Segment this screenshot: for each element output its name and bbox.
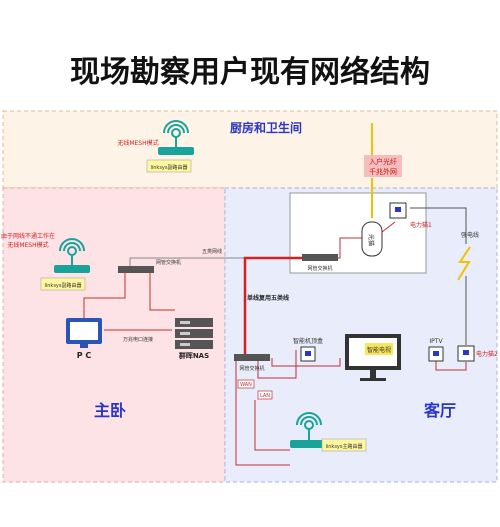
switch-tv-line bbox=[271, 358, 341, 367]
wan-tag-label: WAN bbox=[240, 382, 252, 388]
wan-cable-line bbox=[243, 256, 305, 355]
living-switch-label: 网管交换机 bbox=[239, 365, 264, 372]
pc bbox=[66, 318, 102, 348]
modem-label: 光猫 bbox=[367, 234, 375, 246]
modem bbox=[361, 221, 383, 257]
master-bedroom-label: 主卧 bbox=[94, 401, 126, 420]
lightning-icon bbox=[457, 246, 471, 281]
kitchen-router: linksys副路由器 bbox=[146, 120, 194, 173]
tv bbox=[345, 334, 401, 381]
main-router-tag bbox=[321, 438, 367, 452]
main-router bbox=[290, 412, 326, 448]
switch-settop-line bbox=[257, 350, 297, 379]
settop-port bbox=[305, 351, 311, 356]
gigabit-label: 万兆电口连接 bbox=[123, 336, 153, 343]
page-title: 现场勘察用户现有网络结构 bbox=[70, 55, 430, 90]
power-box-2-label: 电力猫2 bbox=[476, 350, 498, 358]
living-room-label: 客厅 bbox=[424, 401, 456, 420]
fiber-label-1: 入户光纤 bbox=[369, 157, 397, 166]
switch-nas-line bbox=[149, 273, 175, 311]
kitchen-label: 厨房和卫生间 bbox=[230, 120, 302, 135]
kitchen-area bbox=[2, 110, 498, 189]
switch-router-wan-line bbox=[235, 360, 290, 466]
settop-label: 智能机顶盒 bbox=[293, 337, 323, 345]
fiber-label-box bbox=[364, 155, 402, 177]
power-line-label: 强电线 bbox=[461, 231, 479, 239]
tv-label: 智能电视 bbox=[367, 346, 391, 354]
wan-cable-label: 单线复用五类线 bbox=[247, 294, 289, 302]
kitchen-router-note: 无线MESH模式 bbox=[117, 139, 158, 147]
pc-label: P C bbox=[77, 351, 92, 360]
master-switch bbox=[118, 266, 154, 273]
power-box-1-label: 电力猫1 bbox=[410, 221, 432, 229]
main-router-label: linksys主路由器 bbox=[325, 443, 362, 450]
switch-router-lan-line bbox=[254, 400, 290, 451]
nas-label: 群晖NAS bbox=[179, 351, 209, 360]
power-box-1-port bbox=[395, 207, 401, 212]
weak-switch bbox=[302, 254, 338, 261]
power-box-2-port bbox=[463, 350, 469, 355]
switch-pc-line bbox=[83, 273, 126, 318]
power-line-top bbox=[410, 207, 467, 244]
master-router: linksys副路由器 bbox=[40, 238, 90, 291]
kitchen-router-label: linksys副路由器 bbox=[150, 164, 187, 171]
master-switch-label: 网管交换机 bbox=[156, 259, 181, 266]
weak-switch-label: 网管交换机 bbox=[307, 265, 332, 272]
master-router-note-2: 无线MESH模式 bbox=[7, 241, 48, 249]
five-cable-label: 五类网线 bbox=[202, 248, 222, 255]
lan-tag-label: LAN bbox=[260, 393, 270, 399]
living-switch bbox=[234, 354, 270, 361]
modem-box1-line bbox=[381, 221, 396, 233]
master-router-label: linksys副路由器 bbox=[44, 282, 81, 289]
nas bbox=[175, 318, 213, 349]
lan-tag bbox=[257, 390, 273, 400]
iptv-port bbox=[433, 351, 439, 356]
fiber-label-2: 千兆外网 bbox=[369, 167, 397, 176]
wan-tag bbox=[237, 379, 255, 389]
iptv-label: IPTV bbox=[429, 338, 443, 345]
master-router-note-1: 由于网线不通工作在 bbox=[1, 232, 55, 240]
